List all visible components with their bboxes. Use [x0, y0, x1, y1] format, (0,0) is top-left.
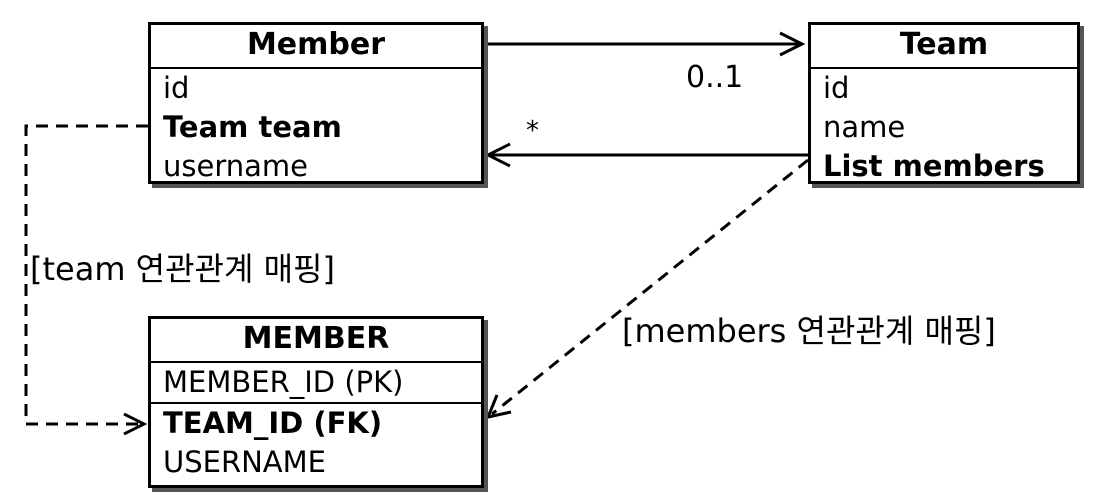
member-table-username: USERNAME: [163, 445, 326, 479]
member-table-title: MEMBER: [151, 319, 481, 363]
members-mapping-label: [members 연관관계 매핑]: [622, 312, 996, 350]
team-field-members: List members: [823, 149, 1045, 183]
team-field-id: id: [823, 71, 850, 105]
members-mapping-arrowhead: [485, 394, 512, 420]
member-table-box: MEMBER MEMBER_ID (PK) TEAM_ID (FK) USERN…: [148, 316, 484, 488]
member-table-fk: TEAM_ID (FK): [163, 406, 383, 440]
team-class-title: Team: [811, 25, 1077, 69]
arrowhead-to-member: [484, 142, 511, 168]
member-field-username: username: [163, 149, 308, 183]
member-class-box: Member id Team team username: [148, 22, 484, 184]
team-mapping-arrowhead: [123, 412, 148, 436]
team-mapping-dashed-line: [24, 124, 148, 426]
arrowhead-to-team: [779, 31, 806, 57]
team-field-name: name: [823, 110, 906, 144]
multiplicity-member-side: *: [526, 116, 539, 146]
multiplicity-team-side: 0..1: [686, 60, 744, 95]
members-mapping-dashed-line: [491, 158, 809, 416]
team-mapping-label: [team 연관관계 매핑]: [30, 250, 335, 288]
member-field-id: id: [163, 71, 190, 105]
team-class-box: Team id name List members: [808, 22, 1080, 184]
member-class-title: Member: [151, 25, 481, 69]
member-field-team: Team team: [163, 110, 342, 144]
member-table-pk: MEMBER_ID (PK): [163, 365, 404, 399]
